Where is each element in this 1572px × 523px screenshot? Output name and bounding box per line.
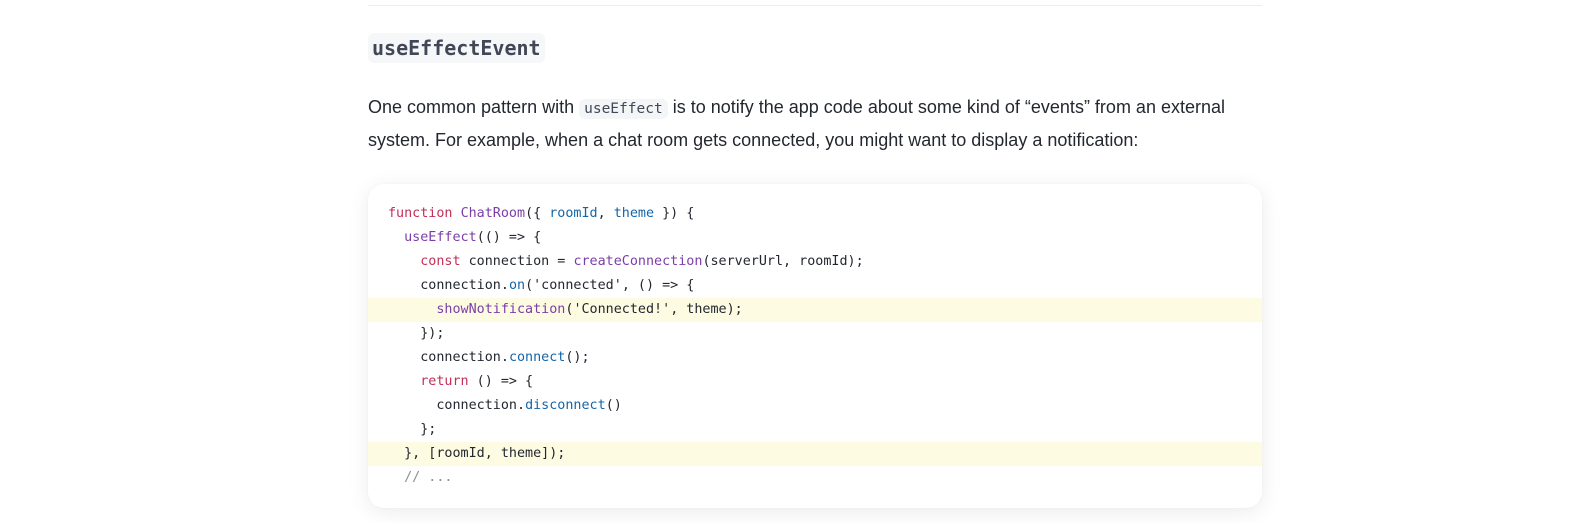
code-token: (serverUrl, roomId); bbox=[702, 254, 864, 269]
code-line: const connection = createConnection(serv… bbox=[368, 250, 1262, 274]
code-token: ChatRoom bbox=[460, 206, 526, 221]
code-token: createConnection bbox=[573, 254, 703, 269]
code-token: useEffect bbox=[404, 230, 477, 245]
inline-code-useeffect: useEffect bbox=[579, 99, 668, 119]
section-heading: useEffectEvent bbox=[368, 33, 545, 63]
code-token: ({ bbox=[525, 206, 550, 221]
code-token: }) { bbox=[654, 206, 695, 221]
intro-paragraph: One common pattern with useEffect is to … bbox=[368, 92, 1268, 156]
code-line: }); bbox=[368, 322, 1262, 346]
section-divider bbox=[368, 5, 1262, 6]
code-token: (() => { bbox=[476, 230, 542, 245]
paragraph-text-after: is to notify the app code about some kin… bbox=[368, 97, 1225, 150]
code-token: disconnect bbox=[525, 398, 606, 413]
code-token: on bbox=[508, 278, 526, 293]
code-indent bbox=[388, 302, 436, 317]
code-token bbox=[453, 206, 461, 221]
code-token: , bbox=[597, 206, 614, 221]
code-line: connection.disconnect() bbox=[368, 394, 1262, 418]
code-token: , () => { bbox=[621, 278, 695, 293]
code-line: connection.on('connected', () => { bbox=[368, 274, 1262, 298]
code-token: }, [roomId, theme]); bbox=[404, 446, 566, 461]
code-token: , theme); bbox=[670, 302, 743, 317]
code-token: connect bbox=[508, 350, 566, 365]
code-token: connection. bbox=[436, 398, 526, 413]
code-token: // ... bbox=[404, 470, 453, 485]
code-indent bbox=[388, 398, 436, 413]
code-line: // ... bbox=[368, 466, 1262, 490]
code-token: theme bbox=[613, 206, 655, 221]
code-indent bbox=[388, 278, 420, 293]
code-token: roomId bbox=[549, 206, 598, 221]
code-token: connection. bbox=[420, 278, 509, 293]
code-block: function ChatRoom({ roomId, theme }) { u… bbox=[368, 184, 1262, 508]
code-indent bbox=[388, 326, 420, 341]
code-token: ( bbox=[525, 278, 534, 293]
code-token: () bbox=[605, 398, 622, 413]
code-indent bbox=[388, 422, 420, 437]
code-indent bbox=[388, 446, 404, 461]
code-indent bbox=[388, 470, 404, 485]
code-token: const bbox=[420, 254, 461, 269]
code-token: showNotification bbox=[436, 302, 566, 317]
code-token: ( bbox=[565, 302, 574, 317]
code-line: }; bbox=[368, 418, 1262, 442]
code-token: }); bbox=[420, 326, 445, 341]
paragraph-text-before: One common pattern with bbox=[368, 97, 580, 117]
code-token: (); bbox=[565, 350, 590, 365]
code-line: return () => { bbox=[368, 370, 1262, 394]
section-heading-code: useEffectEvent bbox=[368, 33, 545, 63]
code-line: function ChatRoom({ roomId, theme }) { bbox=[368, 202, 1262, 226]
code-token: }; bbox=[420, 422, 437, 437]
code-line-highlighted: }, [roomId, theme]); bbox=[368, 442, 1262, 466]
code-token: return bbox=[420, 374, 469, 389]
code-indent bbox=[388, 350, 420, 365]
code-token: 'Connected!' bbox=[573, 302, 671, 317]
code-line: connection.connect(); bbox=[368, 346, 1262, 370]
code-indent bbox=[388, 374, 420, 389]
code-indent bbox=[388, 254, 420, 269]
code-token: connection. bbox=[420, 350, 509, 365]
code-token: connection = bbox=[460, 254, 574, 269]
code-token: 'connected' bbox=[533, 278, 622, 293]
code-lines: function ChatRoom({ roomId, theme }) { u… bbox=[368, 202, 1262, 490]
code-token: function bbox=[388, 206, 453, 221]
code-line-highlighted: showNotification('Connected!', theme); bbox=[368, 298, 1262, 322]
code-token: () => { bbox=[468, 374, 534, 389]
code-indent bbox=[388, 230, 404, 245]
code-line: useEffect(() => { bbox=[368, 226, 1262, 250]
